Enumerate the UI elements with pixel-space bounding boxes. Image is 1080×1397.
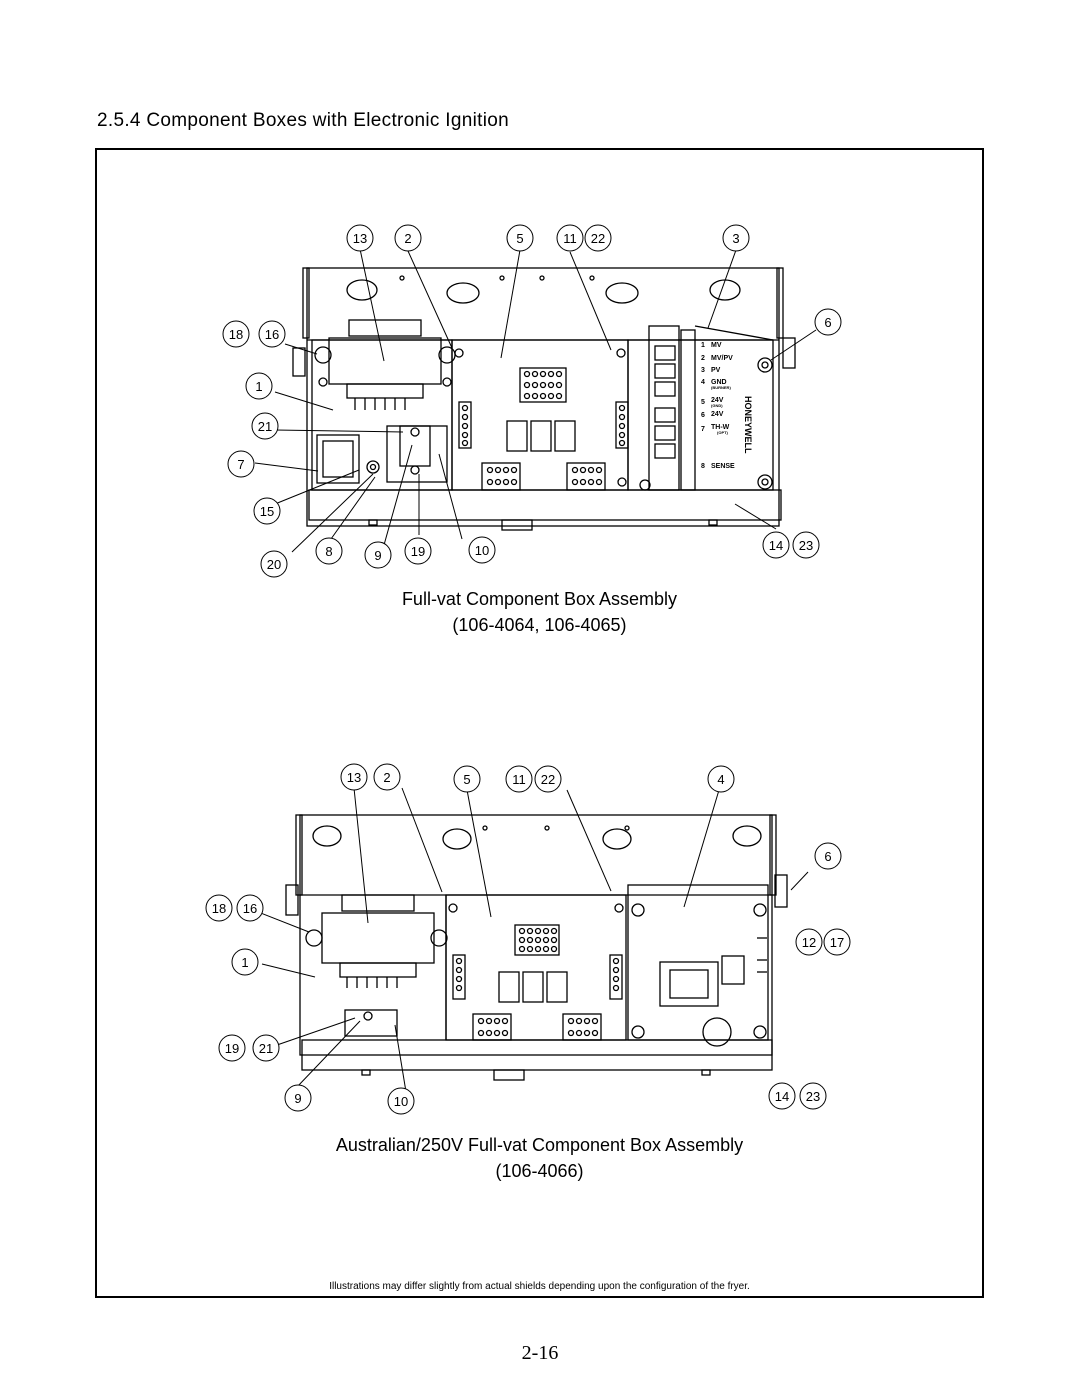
svg-text:1: 1	[701, 342, 705, 349]
box-housing	[306, 267, 780, 527]
full-vat-component-box-diagram: 1 MV 2 MV/PV 3 PV 4 GND (BURNER) 5 24V (…	[205, 224, 851, 1115]
svg-text:12: 12	[802, 935, 816, 950]
svg-text:17: 17	[830, 935, 844, 950]
svg-text:3: 3	[701, 367, 705, 374]
svg-text:24V: 24V	[711, 411, 724, 418]
svg-text:8: 8	[325, 544, 332, 559]
svg-text:10: 10	[394, 1094, 408, 1109]
svg-text:7: 7	[237, 457, 244, 472]
figure1-caption-part-numbers: (106-4064, 106-4065)	[452, 615, 627, 635]
relay-socket	[316, 434, 360, 484]
figure2-caption-part-numbers: (106-4066)	[495, 1161, 584, 1181]
svg-text:22: 22	[591, 231, 605, 246]
figure2-caption-title: Australian/250V Full-vat Component Box A…	[335, 1135, 744, 1155]
side-tab-left	[292, 347, 306, 377]
side-tab-right	[782, 337, 796, 369]
svg-text:3: 3	[732, 231, 739, 246]
knockout-3	[605, 282, 639, 304]
svg-text:15: 15	[260, 504, 274, 519]
svg-text:(GND): (GND)	[711, 403, 723, 408]
transformer-2	[321, 912, 435, 964]
svg-text:9: 9	[294, 1091, 301, 1106]
svg-text:23: 23	[806, 1089, 820, 1104]
svg-text:19: 19	[225, 1041, 239, 1056]
svg-text:13: 13	[353, 231, 367, 246]
svg-text:18: 18	[212, 901, 226, 916]
svg-text:11: 11	[563, 231, 577, 246]
bottom-rail	[308, 489, 782, 521]
svg-text:2: 2	[701, 355, 705, 362]
svg-text:22: 22	[541, 772, 555, 787]
svg-text:14: 14	[775, 1089, 789, 1104]
svg-text:20: 20	[267, 557, 281, 572]
transformer-top	[348, 319, 422, 337]
svg-text:(BURNER): (BURNER)	[711, 385, 731, 390]
callout-numbers-2: 13 2 5 11 22 4 6 18 16 12 17 1 19 21 9 1…	[212, 770, 844, 1109]
svg-text:2: 2	[404, 231, 411, 246]
svg-text:HONEYWELL: HONEYWELL	[743, 396, 753, 454]
svg-text:4: 4	[701, 379, 705, 386]
svg-text:5: 5	[463, 772, 470, 787]
box-housing-2	[299, 814, 773, 1056]
svg-text:13: 13	[347, 770, 361, 785]
leader-lines	[254, 248, 817, 553]
svg-text:21: 21	[259, 1041, 273, 1056]
svg-text:14: 14	[769, 538, 783, 553]
svg-text:21: 21	[258, 419, 272, 434]
terminal-labels: 1 MV 2 MV/PV 3 PV 4 GND (BURNER) 5 24V (…	[701, 342, 753, 470]
svg-text:8: 8	[701, 463, 705, 470]
svg-text:SENSE: SENSE	[711, 463, 735, 470]
figure1-caption-title: Full-vat Component Box Assembly	[401, 589, 678, 609]
svg-text:23: 23	[799, 538, 813, 553]
svg-text:GND: GND	[711, 379, 727, 386]
australian-component-box-diagram	[285, 814, 788, 1081]
svg-text:19: 19	[411, 544, 425, 559]
svg-text:5: 5	[516, 231, 523, 246]
figure1-caption: Full-vat Component Box Assembly (106-406…	[97, 586, 982, 638]
footnote: Illustrations may differ slightly from a…	[329, 1281, 750, 1292]
svg-text:MV: MV	[711, 342, 722, 349]
svg-text:18: 18	[229, 327, 243, 342]
svg-text:16: 16	[243, 901, 257, 916]
knockout-4	[709, 279, 741, 301]
svg-text:(OPT): (OPT)	[717, 430, 729, 435]
svg-text:6: 6	[824, 315, 831, 330]
svg-text:6: 6	[701, 412, 705, 419]
svg-text:9: 9	[374, 548, 381, 563]
callout-numbers: 13 2 5 11 22 3 6 18 16 1 21 7 15 20 8 9 …	[229, 231, 832, 572]
figure-frame: 1 MV 2 MV/PV 3 PV 4 GND (BURNER) 5 24V (…	[95, 148, 984, 1298]
svg-text:10: 10	[475, 543, 489, 558]
svg-text:MV/PV: MV/PV	[711, 355, 733, 362]
svg-text:24V: 24V	[711, 397, 724, 404]
svg-text:5: 5	[701, 399, 705, 406]
svg-text:7: 7	[701, 426, 705, 433]
svg-text:TH-W: TH-W	[711, 424, 730, 431]
relay-2	[344, 1009, 398, 1037]
svg-text:4: 4	[717, 772, 724, 787]
control-board	[451, 339, 629, 491]
svg-text:16: 16	[265, 327, 279, 342]
svg-text:1: 1	[241, 955, 248, 970]
svg-text:11: 11	[512, 772, 526, 787]
section-title: 2.5.4 Component Boxes with Electronic Ig…	[97, 110, 509, 131]
callout-circles	[222, 224, 842, 578]
svg-text:2: 2	[383, 770, 390, 785]
figure2-caption: Australian/250V Full-vat Component Box A…	[97, 1132, 982, 1184]
svg-text:PV: PV	[711, 367, 721, 374]
page-number: 2-16	[521, 1342, 559, 1364]
svg-text:6: 6	[824, 849, 831, 864]
knockout-2	[446, 282, 480, 304]
knockout-1	[346, 279, 378, 301]
transformer	[328, 337, 442, 385]
left-flange	[302, 267, 310, 339]
right-flange	[776, 267, 784, 339]
svg-text:1: 1	[255, 379, 262, 394]
